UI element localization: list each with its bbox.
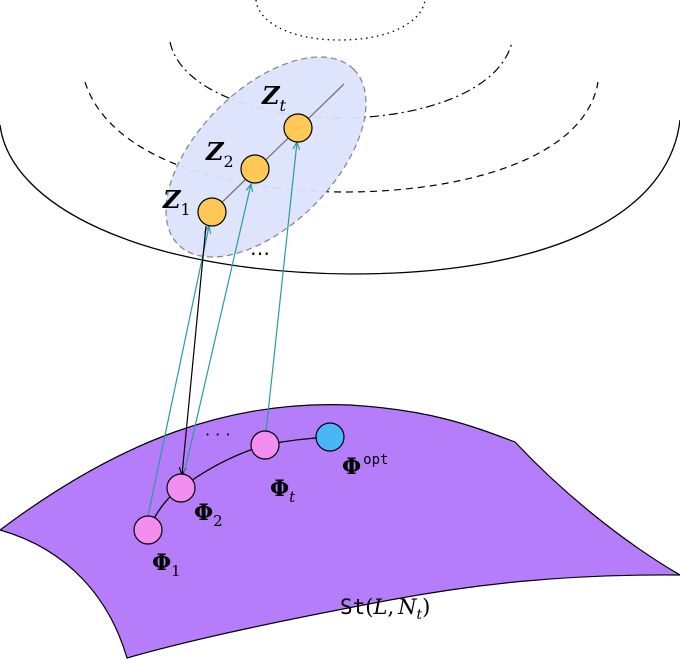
label-zt: Zt — [261, 81, 287, 115]
node-phi1 — [133, 515, 163, 545]
node-z1 — [197, 197, 227, 227]
iterate-path — [147, 436, 331, 530]
embedding-trajectory-line — [211, 83, 345, 213]
node-zt — [283, 113, 313, 143]
label-phi1: Φ1 — [152, 550, 181, 580]
node-phi-opt — [315, 422, 345, 452]
label-z2: Z2 — [205, 137, 234, 171]
arrow-z1-to-phi2 — [182, 225, 207, 475]
node-z2 — [240, 154, 270, 184]
label-phi2: Φ2 — [194, 500, 223, 530]
arrow-phi1-to-z1 — [147, 226, 209, 517]
arrow-phi2-to-z2 — [183, 184, 251, 475]
ellipsis-embeddings: ⋯ — [250, 241, 270, 265]
label-phit: Φt — [270, 476, 296, 506]
node-phi2 — [166, 473, 196, 503]
label-manifold: St(L,Nt) — [340, 595, 430, 623]
arrow-phit-to-zt — [265, 142, 297, 433]
node-phit — [250, 430, 280, 460]
level-curve-solid — [0, 119, 680, 275]
level-curve-dotted — [255, 0, 426, 41]
label-z1: Z1 — [162, 185, 191, 219]
level-curve-dashed — [84, 81, 599, 193]
ellipsis-iterates: · · · — [205, 425, 230, 444]
